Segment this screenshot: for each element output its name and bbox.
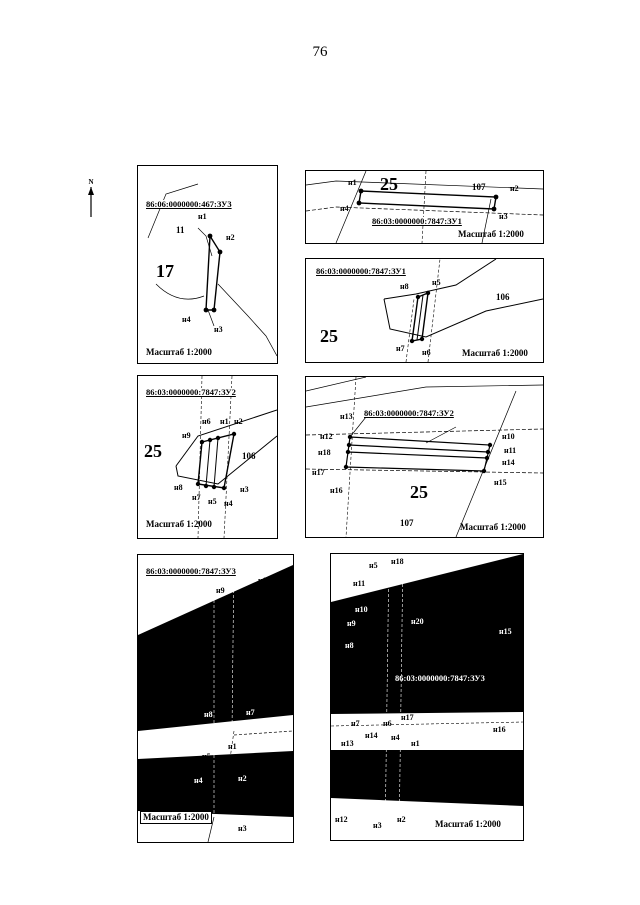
point-label: н9 xyxy=(347,619,356,628)
point-label: н11 xyxy=(504,446,517,455)
point-label: н1 xyxy=(198,212,207,221)
point-label: н15 xyxy=(494,478,507,487)
cadastral-number: 86:03:0000000:7847:ЗУ1 xyxy=(372,216,462,226)
point-label: н2 xyxy=(234,417,243,426)
parcel-number: 106 xyxy=(496,292,510,302)
point-label: н10 xyxy=(502,432,515,441)
point-label: н19 xyxy=(425,563,438,572)
point-label: н6 xyxy=(383,719,392,728)
map-panel-5: 86:03:0000000:7847:ЗУ2 н13 н12 н18 н17 н… xyxy=(305,376,544,538)
point-label: н6 xyxy=(258,576,267,585)
point-label: н16 xyxy=(493,725,506,734)
cadastral-number: 86:03:0000000:7847:ЗУ2 xyxy=(364,408,454,418)
point-label: н4 xyxy=(182,315,191,324)
point-label: н4 xyxy=(194,776,203,785)
point-label: н7 xyxy=(192,493,201,502)
parcel-number: 11 xyxy=(176,225,185,235)
point-label: н10 xyxy=(355,605,368,614)
scale-label: Масштаб 1:2000 xyxy=(460,522,526,532)
point-label: н8 xyxy=(345,641,354,650)
point-label: н13 xyxy=(340,412,353,421)
point-label: н17 xyxy=(401,713,414,722)
point-label: н18 xyxy=(391,557,404,566)
parcel-number: 107 xyxy=(400,518,414,528)
map-panel-7: н5 н18 н19 н11 н10 н9 н20 н15 н8 86:03:0… xyxy=(330,553,524,841)
map-panel-4: 86:03:0000000:7847:ЗУ2 25 106 н1 н2 н3 н… xyxy=(137,375,278,539)
cadastral-number: 86:03:0000000:7847:ЗУ2 xyxy=(146,387,236,397)
scale-label: Масштаб 1:2000 xyxy=(146,347,212,357)
point-label: н17 xyxy=(312,468,325,477)
quarter-number: 25 xyxy=(410,482,428,502)
point-label: н3 xyxy=(499,212,508,221)
point-label: н12 xyxy=(335,815,348,824)
point-label: н16 xyxy=(330,486,343,495)
point-label: н9 xyxy=(216,586,225,595)
point-label: н18 xyxy=(318,448,331,457)
point-label: н11 xyxy=(353,579,366,588)
point-label: н6 xyxy=(422,348,431,357)
map-panel-3: 86:03:0000000:7847:ЗУ1 106 25 н5 н6 н7 н… xyxy=(305,258,544,363)
cadastral-number: 86:06:0000000:467:ЗУ3 xyxy=(146,199,232,209)
point-label: н14 xyxy=(502,458,515,467)
point-label: н3 xyxy=(373,821,382,830)
point-label: н5 xyxy=(202,752,211,761)
point-label: н5 xyxy=(369,561,378,570)
cadastral-number: 86:03:0000000:7847:ЗУ3 xyxy=(395,673,485,683)
cadastral-number: 86:03:0000000:7847:ЗУ1 xyxy=(316,266,406,276)
point-label: н7 xyxy=(396,344,405,353)
point-label: н1 xyxy=(228,742,237,751)
scale-label: Масштаб 1:2000 xyxy=(140,811,212,824)
scale-label: Масштаб 1:2000 xyxy=(146,519,212,529)
parcel-number: 106 xyxy=(242,451,256,461)
north-arrow-icon: N xyxy=(88,178,94,217)
point-label: н15 xyxy=(499,627,512,636)
point-label: н5 xyxy=(432,278,441,287)
point-label: н8 xyxy=(400,282,409,291)
parcel-number: 107 xyxy=(472,182,486,192)
scale-label: Масштаб 1:2000 xyxy=(458,229,524,239)
point-label: н13 xyxy=(341,739,354,748)
point-label: н3 xyxy=(214,325,223,334)
point-label: н20 xyxy=(411,617,424,626)
point-label: н9 xyxy=(182,431,191,440)
point-label: н2 xyxy=(510,184,519,193)
point-label: н1 xyxy=(220,417,229,426)
quarter-number: 17 xyxy=(156,261,174,281)
point-label: н6 xyxy=(202,417,211,426)
quarter-number: 25 xyxy=(320,326,338,346)
scale-label: Масштаб 1:2000 xyxy=(462,348,528,358)
point-label: н5 xyxy=(208,497,217,506)
point-label: н12 xyxy=(320,432,333,441)
point-label: н4 xyxy=(224,499,233,508)
quarter-number: 25 xyxy=(144,441,162,461)
point-label: н3 xyxy=(238,824,247,833)
svg-text:N: N xyxy=(88,178,93,186)
point-label: н14 xyxy=(365,731,378,740)
point-label: н2 xyxy=(226,233,235,242)
point-label: н3 xyxy=(240,485,249,494)
point-label: н7 xyxy=(351,719,360,728)
point-label: н1 xyxy=(348,178,357,187)
quarter-number: 25 xyxy=(380,174,398,194)
map-panel-1: 86:06:0000000:467:ЗУ3 11 17 н1 н2 н3 н4 … xyxy=(137,165,278,364)
point-label: н2 xyxy=(397,815,406,824)
point-label: н8 xyxy=(174,483,183,492)
point-label: н1 xyxy=(411,739,420,748)
point-label: н4 xyxy=(340,204,349,213)
map-panel-2: 25 107 н1 н2 н3 н4 86:03:0000000:7847:ЗУ… xyxy=(305,170,544,244)
point-label: н4 xyxy=(391,733,400,742)
cadastral-number: 86:03:0000000:7847:ЗУ3 xyxy=(146,566,236,576)
point-label: н7 xyxy=(246,708,255,717)
page-number: 76 xyxy=(312,44,328,60)
point-label: н8 xyxy=(204,710,213,719)
map-panel-6: 86:03:0000000:7847:ЗУ3 н6 н9 н8 н7 н1 н5… xyxy=(137,554,294,843)
scale-label: Масштаб 1:2000 xyxy=(435,819,501,829)
point-label: н2 xyxy=(238,774,247,783)
